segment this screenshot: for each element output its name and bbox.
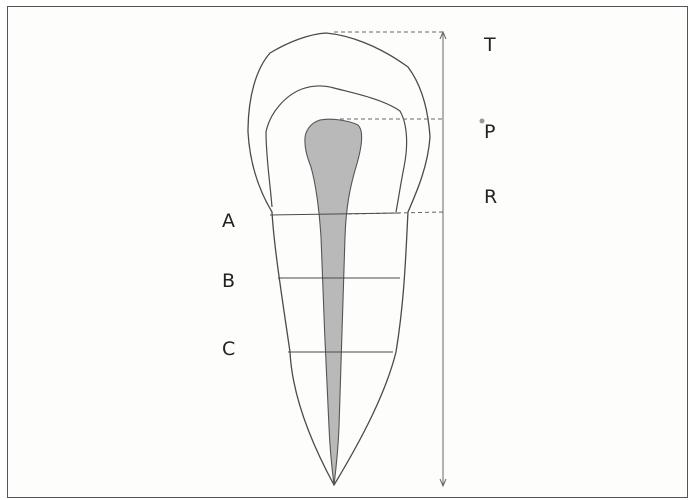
label-C: C <box>222 338 235 360</box>
label-T: T <box>483 34 496 56</box>
label-R: R <box>484 186 497 208</box>
pulp-canal <box>305 119 362 485</box>
label-A: A <box>222 210 235 232</box>
label-B: B <box>222 270 235 292</box>
label-P: P <box>484 121 495 143</box>
tooth-diagram: T P R A B C <box>8 7 688 498</box>
diagram-frame: T P R A B C <box>7 6 688 498</box>
